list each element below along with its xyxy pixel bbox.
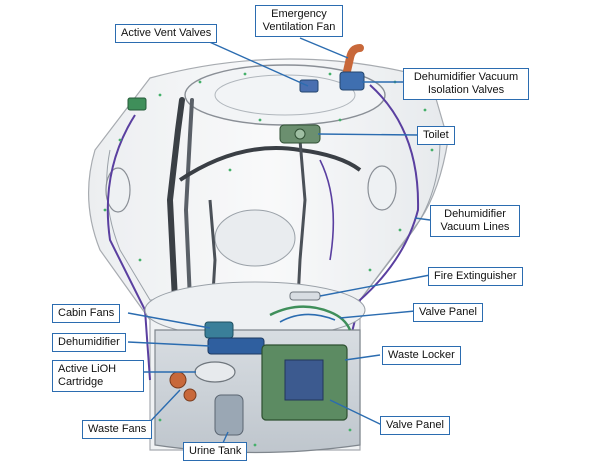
fire-extinguisher-unit bbox=[289, 291, 321, 301]
pipe-upper-arc bbox=[178, 146, 362, 182]
leader-valve-panel-upper bbox=[339, 310, 416, 319]
dehumidifier-isolation-valve-body bbox=[339, 71, 365, 91]
label-cabin-fans: Cabin Fans bbox=[52, 304, 121, 323]
leader-valve-panel-lower bbox=[329, 399, 383, 426]
leader-emergency-fan bbox=[299, 37, 349, 59]
cabin-fans-unit bbox=[204, 321, 234, 339]
label-dehumidifier-vacuum-isolation-valves-line1: Dehumidifier Vacuum bbox=[413, 71, 519, 83]
vacuum-line-right bbox=[349, 84, 420, 341]
lioh-cartridge-unit bbox=[194, 361, 236, 383]
leader-dehumidifier bbox=[127, 341, 211, 347]
label-active-lioh-cartridge-line1: Active LiOH bbox=[58, 363, 117, 375]
label-active-vent-valves: Active Vent Valves bbox=[115, 24, 218, 43]
toilet-detail bbox=[294, 128, 306, 140]
label-fire-extinguisher: Fire Extinguisher bbox=[428, 267, 523, 286]
leader-toilet bbox=[317, 133, 419, 136]
waste-fan-2 bbox=[183, 388, 197, 402]
pipe-right-vertical bbox=[296, 139, 307, 301]
label-active-lioh-cartridge: Active LiOH Cartridge bbox=[52, 360, 144, 392]
label-toilet: Toilet bbox=[417, 126, 455, 145]
label-emergency-ventilation-fan-line2: Ventilation Fan bbox=[262, 21, 336, 33]
label-dehumidifier-vacuum-lines-line1: Dehumidifier bbox=[444, 208, 506, 220]
valve-panel-upper-wiring bbox=[269, 305, 352, 331]
active-vent-valve-body bbox=[299, 79, 319, 93]
leader-waste-locker bbox=[344, 354, 381, 361]
label-dehumidifier-vacuum-isolation-valves-line2: Isolation Valves bbox=[427, 84, 505, 96]
label-valve-panel-lower: Valve Panel bbox=[380, 416, 450, 435]
vacuum-line-left bbox=[106, 114, 151, 381]
label-dehumidifier-vacuum-isolation-valves: Dehumidifier Vacuum Isolation Valves bbox=[403, 68, 529, 100]
label-emergency-ventilation-fan: Emergency Ventilation Fan bbox=[255, 5, 343, 37]
valve-panel-upper-wiring-2 bbox=[279, 313, 336, 323]
window-left bbox=[105, 167, 131, 213]
dehumidifier-unit bbox=[207, 337, 265, 355]
vacuum-line-mid bbox=[319, 159, 335, 261]
leader-dehumidifier-vacuum-lines bbox=[414, 217, 431, 221]
window-center bbox=[214, 209, 296, 267]
label-dehumidifier: Dehumidifier bbox=[52, 333, 126, 352]
leader-fire-extinguisher bbox=[319, 274, 431, 297]
waste-fan-1 bbox=[169, 371, 187, 389]
label-waste-fans: Waste Fans bbox=[82, 420, 153, 439]
label-urine-tank: Urine Tank bbox=[183, 442, 248, 461]
label-emergency-ventilation-fan-line1: Emergency bbox=[271, 8, 327, 20]
leader-cabin-fans bbox=[127, 312, 211, 329]
emergency-fan-duct bbox=[341, 44, 364, 84]
window-right bbox=[367, 165, 397, 211]
leader-active-vent-valves bbox=[204, 39, 309, 87]
label-active-lioh-cartridge-line2: Cartridge bbox=[58, 376, 104, 388]
label-valve-panel-upper: Valve Panel bbox=[413, 303, 483, 322]
top-left-fixture bbox=[127, 97, 147, 111]
urine-tank-unit bbox=[214, 394, 244, 436]
label-dehumidifier-vacuum-lines: Dehumidifier Vacuum Lines bbox=[430, 205, 520, 237]
label-dehumidifier-vacuum-lines-line2: Vacuum Lines bbox=[440, 221, 510, 233]
label-waste-locker: Waste Locker bbox=[382, 346, 461, 365]
waste-locker-panel bbox=[284, 359, 324, 401]
